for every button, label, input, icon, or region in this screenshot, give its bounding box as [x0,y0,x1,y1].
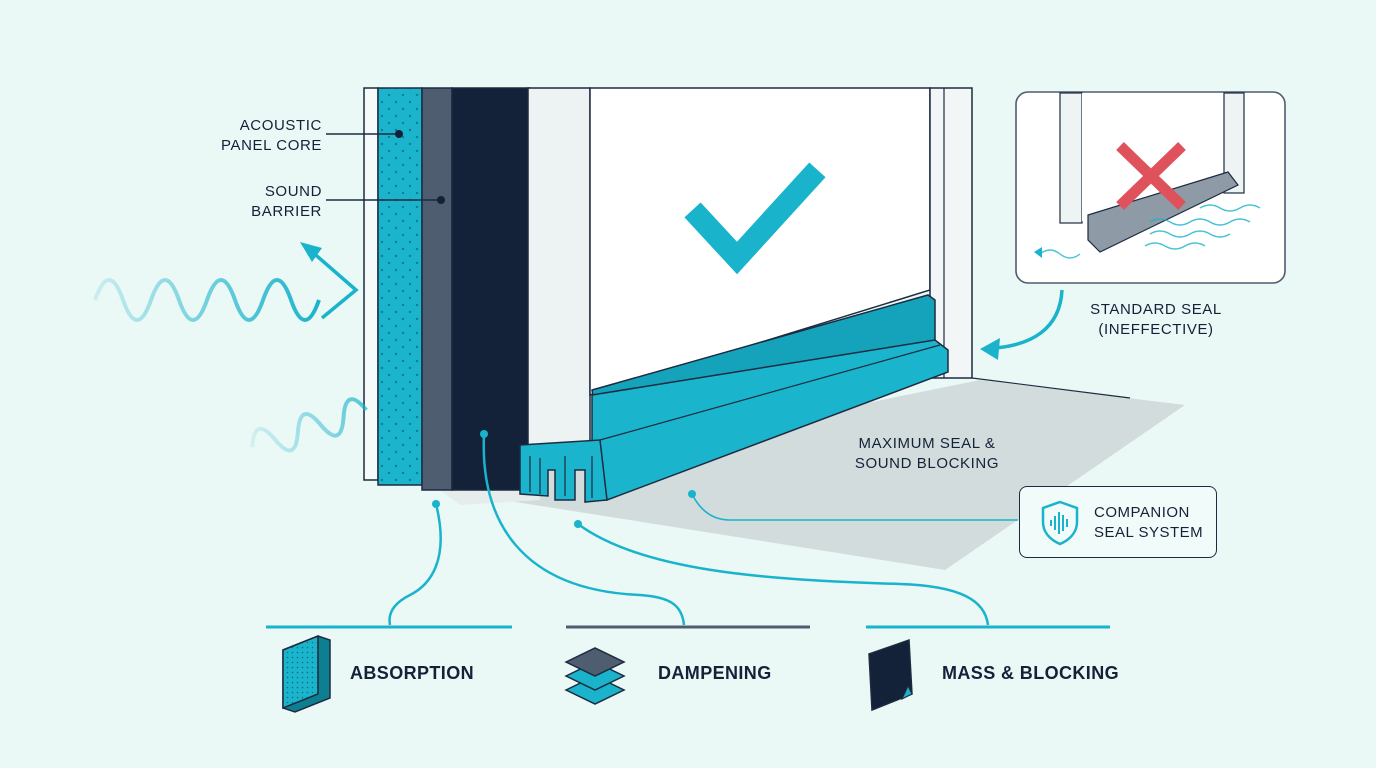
companion-seal-callout: COMPANION SEAL SYSTEM [1019,486,1217,558]
standard-seal-strip [1087,171,1239,253]
seal-fins [519,439,608,503]
dark-sheet-icon [868,638,913,712]
perforated-panel-icon [282,634,331,713]
mass-layer [451,87,531,491]
legend-dampening: DAMPENING [658,663,772,683]
label-acoustic-panel-core: ACOUSTIC PANEL CORE [186,116,322,156]
label-acoustic-line2: PANEL CORE [220,137,322,154]
sound-wave [93,278,321,322]
label-sound-line2: BARRIER [251,203,322,220]
inset-arrow [994,289,1064,350]
floor [440,380,1185,570]
companion-line2: SEAL SYSTEM [1094,524,1204,541]
reflected-wave-arrow [308,248,359,320]
label-max-line1: MAXIMUM SEAL & [858,435,996,452]
checkmark-icon [684,162,826,275]
door-jamb-right [929,87,973,379]
companion-label: COMPANION SEAL SYSTEM [1094,503,1203,543]
companion-line1: COMPANION [1094,504,1190,521]
wall-edge [363,87,379,481]
label-sound-barrier: SOUND BARRIER [186,182,322,222]
label-standard-line1: STANDARD SEAL [1090,301,1222,318]
label-acoustic-line1: ACOUSTIC [239,117,322,134]
label-sound-line1: SOUND [264,183,322,200]
shield-waveform-icon [1041,500,1079,546]
legend-absorption: ABSORPTION [350,663,475,683]
label-standard-line2: (INEFFECTIVE) [1098,321,1214,338]
label-standard-seal: STANDARD SEAL (INEFFECTIVE) [1074,300,1238,340]
acoustic-panel-core [377,87,423,486]
x-mark-icon [1116,142,1186,210]
sound-barrier-layer [421,87,453,491]
layered-stack-icon [564,647,626,705]
label-max-line2: SOUND BLOCKING [854,455,1000,472]
sound-wave-lower [250,397,368,453]
door-frame [527,87,591,461]
legend-mass-blocking: MASS & BLOCKING [942,663,1119,683]
label-max-seal: MAXIMUM SEAL & SOUND BLOCKING [842,434,1012,474]
